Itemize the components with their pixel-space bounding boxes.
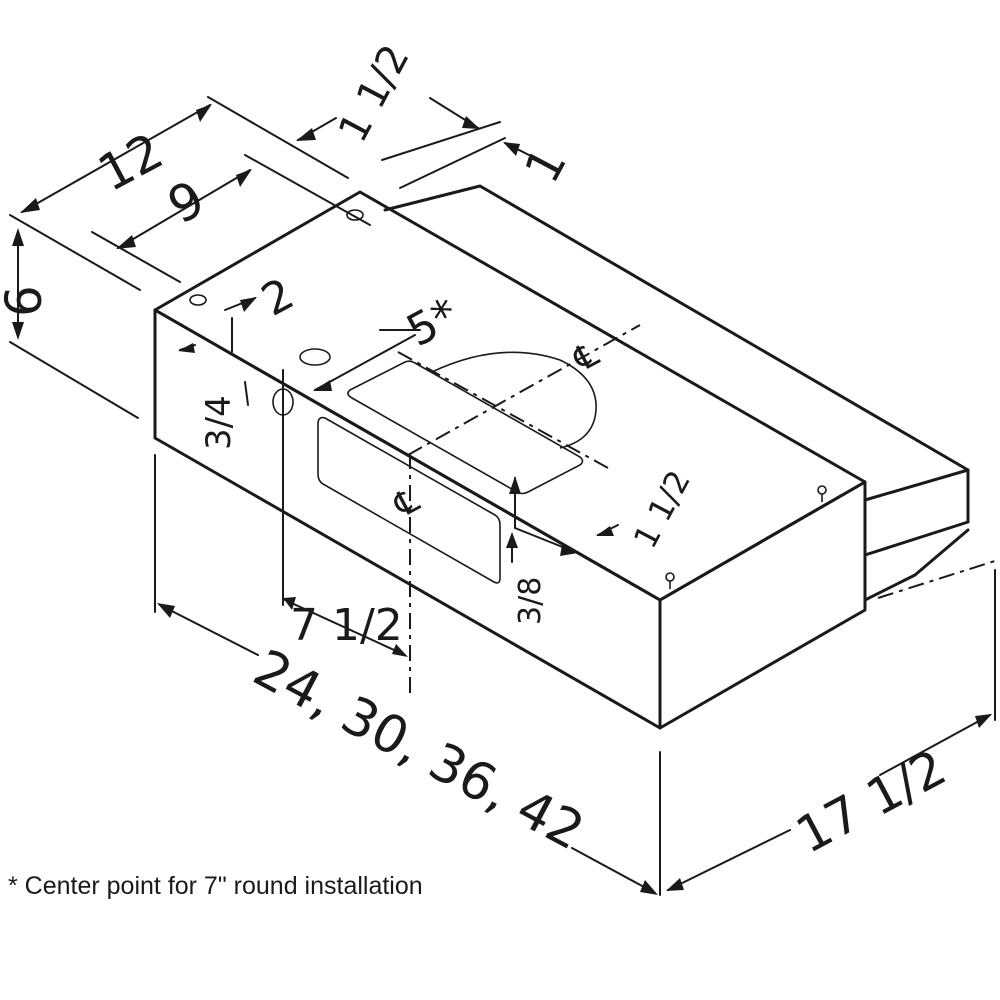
arrow-right-small: [596, 526, 614, 536]
center-lines: [397, 324, 999, 695]
label-duct-offset: 7 1/2: [290, 600, 403, 651]
back-section-edge: [863, 468, 970, 502]
front-opening: [317, 416, 501, 584]
arrow-width-right: [640, 880, 658, 895]
arrow-height-down: [12, 322, 24, 340]
arrow-9-left: [116, 235, 136, 249]
small-hole-left: [189, 294, 207, 306]
keyhole-slot-1: [817, 485, 827, 502]
arrow-2: [240, 297, 257, 312]
openings: [189, 209, 827, 589]
label-offset-top: 1 1/2: [330, 37, 419, 149]
hood-body: [153, 184, 970, 730]
arrow-12-left: [20, 198, 40, 213]
centerline-back: [877, 559, 999, 599]
arrow-height-up: [12, 228, 24, 246]
arrow-1-1-2-a: [296, 128, 316, 141]
arrow-1: [503, 142, 520, 156]
dimension-lines: [9, 96, 996, 896]
label-duct-center: 5*: [399, 289, 467, 358]
keyhole-slot-2: [665, 572, 675, 589]
dim-width-left: [159, 604, 259, 656]
footnote: * Center point for 7" round installation: [8, 872, 423, 900]
arrow-7-1-2-left: [283, 597, 296, 610]
label-depth-inner: 9: [159, 169, 214, 235]
label-side-fraction: 3/4: [199, 395, 239, 450]
arrow-width-left: [157, 603, 175, 618]
centerline-diagonal-2: [397, 351, 609, 469]
ext-height-top: [9, 214, 141, 291]
dim-depth-left: [667, 829, 791, 891]
ext-1: [399, 137, 506, 189]
label-right-fraction: 3/8: [513, 577, 548, 625]
arrow-1-1-2-b: [462, 116, 480, 129]
right-face: [658, 480, 867, 730]
dim-3-4-mark: [244, 381, 249, 406]
dim-12: [21, 104, 211, 213]
arrow-12-right: [196, 104, 212, 122]
rectangular-duct-outlet: [347, 360, 584, 495]
label-widths: 24, 30, 36, 42: [244, 639, 593, 863]
dim-depth-right: [879, 714, 991, 776]
centerline-symbol-top: ℄: [566, 334, 605, 380]
ext-9-top: [244, 154, 371, 226]
ext-9-bottom: [91, 231, 181, 283]
ext-1-1-2-top: [381, 121, 501, 161]
arrow-depth-left: [666, 878, 684, 891]
arrow-9-right: [236, 169, 252, 187]
arrow-3-8: [506, 532, 518, 548]
arrow-depth-right: [975, 714, 992, 728]
arrow-right-ext: [560, 545, 578, 556]
round-duct-outline: [431, 351, 597, 449]
centerline-diagonal-1: [407, 324, 641, 456]
dim-9: [117, 169, 251, 249]
label-depth-total: 17 1/2: [787, 738, 956, 864]
small-hole-back: [346, 209, 364, 221]
label-offset-front: 2: [253, 268, 302, 326]
arrowheads: [12, 104, 992, 895]
dim-5: [314, 334, 416, 391]
dim-width-right: [571, 847, 656, 894]
arrow-right-1-1-2: [509, 476, 521, 494]
ext-12-top: [207, 96, 349, 179]
back-lower-edge: [863, 528, 970, 602]
ext-height-bottom: [9, 341, 139, 419]
label-height: 6: [0, 285, 53, 317]
dim-7-1-2: [284, 599, 406, 656]
label-right-offset: 1 1/2: [626, 464, 698, 554]
label-offset-back: 1: [514, 139, 578, 192]
centerline-symbol-front: ℄: [387, 480, 426, 526]
mounting-hole-top: [299, 348, 331, 366]
arrow-5: [313, 380, 332, 391]
arrow-3-4: [178, 343, 195, 353]
arrow-7-1-2-right: [392, 644, 408, 657]
